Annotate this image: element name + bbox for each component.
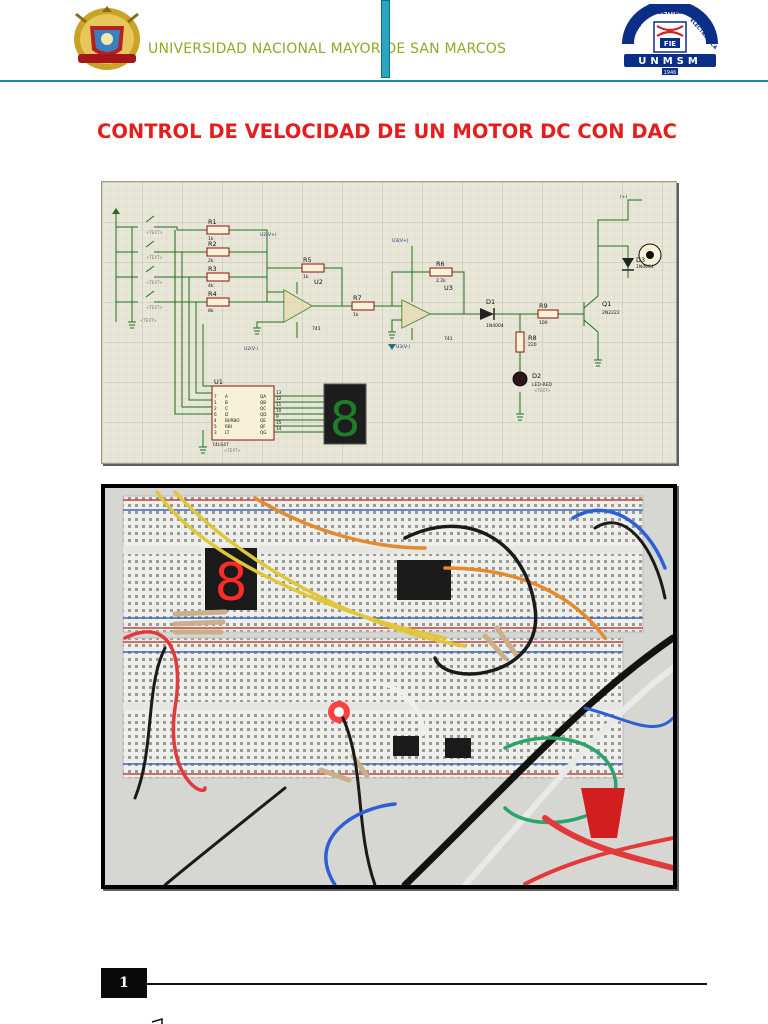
page-footer: 1 [0, 960, 768, 1024]
u1-out-qb: QB [260, 400, 266, 405]
label-u3: U3 [444, 284, 453, 292]
u1-in-d: D [225, 412, 228, 417]
label-u2-vneg: U2(V-) [244, 346, 258, 352]
footer-divider [147, 983, 707, 985]
label-r9-value: 100 [539, 320, 548, 326]
u1-in-lt: LT [225, 430, 230, 435]
u1-pin-6: 6 [214, 412, 217, 417]
u1-pin-1: 1 [214, 400, 217, 405]
label-r1: R1 [208, 218, 217, 226]
label-d3-part: 1N4004 [636, 264, 654, 270]
breadboard-drawing: 8 [105, 488, 673, 885]
fie-banner-text: UNMSM [638, 56, 702, 67]
u1-pin-3: 3 [214, 430, 217, 435]
label-r7: R7 [353, 294, 362, 302]
photo-ic-opamp-2 [445, 738, 471, 758]
text-placeholder-d2: <TEXT> [534, 388, 551, 393]
u1-in-rbi: RBI [225, 424, 232, 429]
label-r8-value: 220 [528, 342, 537, 348]
header-accent-bar [381, 0, 390, 78]
photo-ic-decoder [397, 560, 451, 600]
text-placeholder-sw4: <TEXT> [146, 305, 163, 310]
u1-pin-13: 13 [276, 390, 282, 395]
text-placeholder-gnd: <TEXT> [140, 318, 157, 323]
schematic-drawing: 8 R1 1k R2 2k R3 4k R4 8k R5 1k U2 741 R… [102, 182, 676, 463]
fie-year-text: 1946 [664, 70, 677, 76]
text-placeholder-sw2: <TEXT> [146, 255, 163, 260]
label-u1-part: 74LS47 [212, 442, 229, 448]
u1-pin-2: 2 [214, 406, 217, 411]
university-name: UNIVERSIDAD NACIONAL MAYOR DE SAN MARCOS [148, 41, 507, 57]
label-u1: U1 [214, 378, 223, 386]
label-u2-part: 741 [312, 326, 321, 332]
u1-out-qa: QA [260, 394, 266, 399]
label-r5: R5 [303, 256, 312, 264]
label-q1-part: 2N2222 [602, 310, 620, 316]
u1-pin-7: 7 [214, 394, 217, 399]
label-r5-value: 1k [303, 274, 309, 280]
label-d1-part: 1N4004 [486, 323, 504, 329]
label-r6: R6 [436, 260, 445, 268]
breadboard-photo-figure: 8 [101, 484, 677, 889]
label-d2: D2 [532, 372, 541, 380]
label-r2-value: 2k [208, 258, 214, 264]
page-header: UNIVERSIDAD NACIONAL MAYOR DE SAN MARCOS… [0, 0, 768, 82]
label-u3-vneg: U3(V-) [396, 344, 410, 350]
u1-pin-12: 12 [276, 396, 282, 401]
u1-out-qe: QE [260, 418, 266, 423]
schematic-grid [102, 182, 676, 463]
label-q1: Q1 [602, 300, 611, 308]
u1-in-bi: BI/RBO [225, 418, 240, 423]
label-r7-value: 1k [353, 312, 359, 318]
label-u3-vpos: U3(V+) [392, 238, 409, 244]
header-divider [0, 80, 768, 82]
breadboard-photo: 8 [105, 488, 673, 885]
label-r4: R4 [208, 290, 217, 298]
text-placeholder-sw3: <TEXT> [146, 280, 163, 285]
u1-pin-15: 15 [276, 420, 282, 425]
u1-pin-4: 4 [214, 418, 217, 423]
label-r4-value: 8k [208, 308, 214, 314]
fie-faculty-logo: INGENIERÍA FACULTAD DE ELECTRÓNICA FIE U… [622, 4, 719, 76]
label-r9: R9 [539, 302, 548, 310]
u1-in-a: A [225, 394, 228, 399]
fie-arc-text: INGENIERÍA [649, 7, 691, 16]
photo-ic-opamp-1 [393, 736, 419, 756]
photo-probe-clip [581, 788, 625, 838]
text-placeholder-u1: <TEXT> [224, 448, 241, 453]
label-d3: D3 [636, 256, 645, 264]
label-d1: D1 [486, 298, 495, 306]
u1-out-qc: QC [260, 406, 266, 411]
label-r1-value: 1k [208, 236, 214, 242]
bottom-mark-icon [151, 1017, 163, 1024]
u1-out-qd: QD [260, 412, 267, 417]
label-r6-value: 2.2k [436, 278, 446, 284]
label-vplus: (+) [620, 194, 628, 200]
label-r3: R3 [208, 265, 217, 273]
label-r3-value: 4k [208, 283, 214, 289]
label-d2-part: LED-RED [532, 382, 552, 388]
page-number: 1 [101, 968, 147, 998]
unmsm-crest-logo [74, 6, 140, 70]
fie-badge-text: FIE [664, 40, 676, 48]
label-u2-vpos: U2(V+) [260, 232, 277, 238]
label-u3-part: 741 [444, 336, 453, 342]
u1-pin-5: 5 [214, 424, 217, 429]
label-r2: R2 [208, 240, 217, 248]
schematic-seven-segment-digit: 8 [330, 392, 361, 448]
u1-pin-10: 10 [276, 408, 282, 413]
circuit-schematic-figure: 8 R1 1k R2 2k R3 4k R4 8k R5 1k U2 741 R… [101, 181, 677, 464]
u1-out-qg: QG [260, 430, 267, 435]
document-title: CONTROL DE VELOCIDAD DE UN MOTOR DC CON … [97, 120, 677, 143]
u1-in-b: B [225, 400, 228, 405]
u1-pin-11: 11 [276, 402, 282, 407]
label-r8: R8 [528, 334, 537, 342]
u1-pin-14: 14 [276, 426, 282, 431]
text-placeholder-sw1: <TEXT> [146, 230, 163, 235]
u1-pin-9: 9 [276, 414, 279, 419]
u1-in-c: C [225, 406, 228, 411]
u1-out-qf: QF [260, 424, 266, 429]
label-u2: U2 [314, 278, 323, 286]
